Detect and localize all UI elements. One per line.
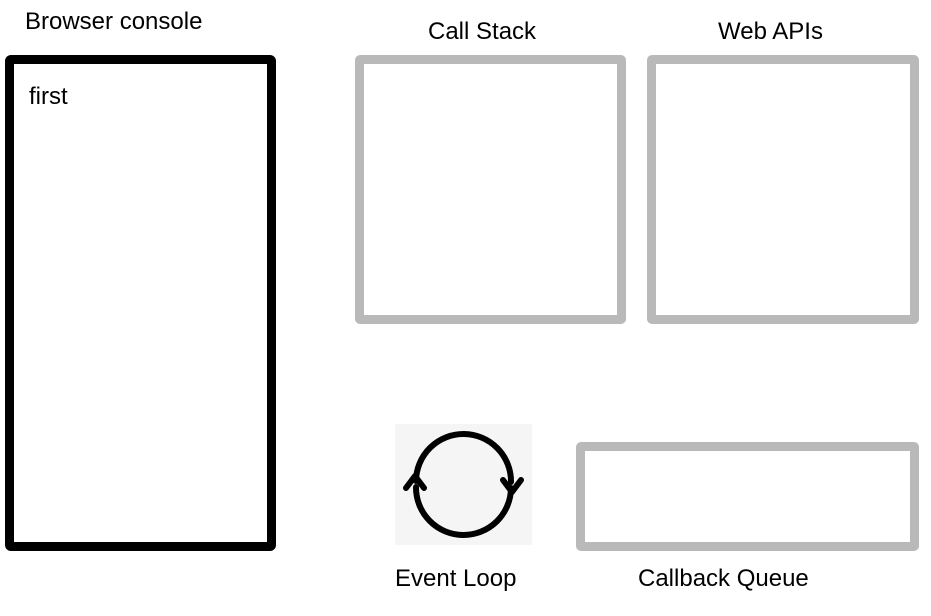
call-stack-title: Call Stack [428, 18, 537, 45]
browser-console-title: Browser console [25, 8, 203, 35]
web-apis-title: Web APIs [718, 18, 823, 45]
event-loop-title: Event Loop [395, 565, 517, 592]
callback-queue-title: Callback Queue [638, 565, 809, 592]
console-log-line: first [29, 83, 68, 110]
call-stack-panel [355, 55, 626, 324]
callback-queue-panel [576, 442, 919, 551]
browser-console-panel: first [5, 55, 276, 551]
refresh-cycle-icon [395, 424, 532, 545]
web-apis-panel [647, 55, 919, 324]
